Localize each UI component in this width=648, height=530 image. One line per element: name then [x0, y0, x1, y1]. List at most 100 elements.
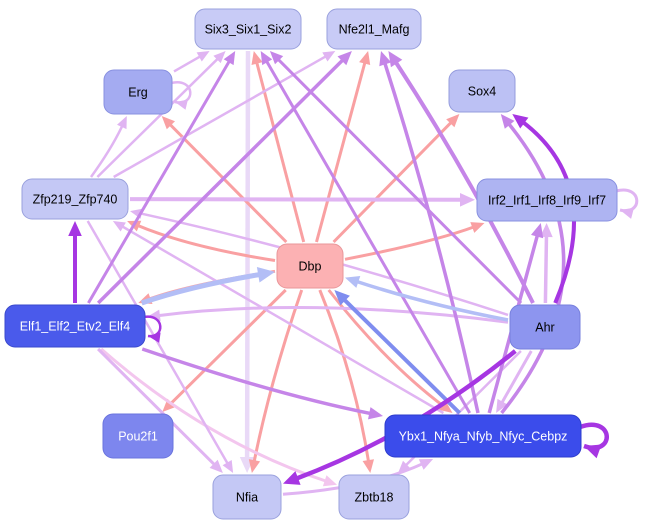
- arrowhead-icon: [446, 114, 460, 128]
- arrowhead-icon: [68, 221, 82, 236]
- edge-line: [141, 347, 373, 416]
- node-label: Six3_Six1_Six2: [205, 23, 292, 37]
- edge-Six3-Nfia: [239, 50, 255, 473]
- node-label: Ahr: [535, 321, 554, 335]
- arrowhead-icon: [500, 114, 515, 129]
- arrowhead-icon: [345, 276, 361, 288]
- edge-line: [167, 122, 288, 244]
- arrowhead-icon: [388, 51, 403, 68]
- node-box: [338, 474, 410, 520]
- edge-Erg-Erg: [170, 81, 192, 110]
- node-Erg[interactable]: Erg: [103, 69, 173, 115]
- node-Zbtb18[interactable]: Zbtb18: [338, 474, 410, 520]
- node-Dbp[interactable]: Dbp: [276, 243, 344, 289]
- edge-line: [393, 59, 535, 304]
- edge-line: [382, 61, 480, 414]
- node-box: [509, 304, 581, 350]
- node-Elf1[interactable]: Elf1_Elf2_Etv2_Elf4: [4, 304, 146, 348]
- node-Six3[interactable]: Six3_Six1_Six2: [194, 8, 302, 50]
- edge-Zfp219-Six3: [96, 51, 226, 178]
- edge-Dbp-Nfe2l1: [315, 51, 371, 243]
- arrowhead-icon: [260, 51, 273, 66]
- arrowhead-icon: [496, 398, 508, 413]
- arrowhead-icon: [398, 460, 411, 473]
- node-Ybx1[interactable]: Ybx1_Nfya_Nfyb_Nfyc_Cebpz: [384, 414, 582, 458]
- edge-Elf1-Six3: [87, 51, 236, 304]
- arrowhead-icon: [222, 460, 234, 473]
- node-label: Ybx1_Nfya_Nfyb_Nfyc_Cebpz: [399, 430, 568, 444]
- edge-line: [264, 59, 471, 414]
- node-box: [212, 474, 282, 520]
- node-box: [276, 243, 344, 289]
- node-box: [448, 69, 516, 113]
- edge-Elf1-Zbtb18: [100, 347, 337, 487]
- edge-Dbp-Six3: [251, 51, 306, 243]
- node-label: Dbp: [299, 260, 322, 274]
- edge-Zfp219-Irf2: [129, 193, 475, 207]
- node-label: Zbtb18: [355, 491, 394, 505]
- arrowhead-icon: [213, 51, 226, 64]
- arrowhead-icon: [362, 459, 374, 473]
- edge-line: [244, 50, 251, 461]
- edge-Zfp219-Erg: [89, 116, 127, 178]
- edge-Ahr-Nfe2l1: [388, 51, 535, 304]
- edge-line: [168, 288, 287, 406]
- edge-line: [140, 271, 263, 306]
- edge-Zfp219-Nfia: [86, 220, 234, 473]
- node-Nfe2l1[interactable]: Nfe2l1_Mafg: [326, 8, 422, 50]
- edge-line: [332, 120, 454, 244]
- edge-Elf1-Zfp219: [68, 221, 82, 304]
- edge-Elf1-Dbp: [140, 267, 275, 306]
- node-label: Nfia: [236, 491, 258, 505]
- edge-line: [615, 188, 639, 213]
- arrowhead-icon: [175, 99, 188, 110]
- node-box: [384, 414, 582, 458]
- node-box: [326, 8, 422, 50]
- edge-line: [579, 422, 609, 451]
- edge-Irf2-Irf2: [615, 188, 639, 219]
- edge-line: [129, 197, 464, 202]
- node-Ahr[interactable]: Ahr: [509, 304, 581, 350]
- edge-Ahr-Irf2: [540, 223, 553, 304]
- edge-Dbp-Sox4: [332, 114, 460, 244]
- node-label: Nfe2l1_Mafg: [339, 23, 410, 37]
- arrowhead-icon: [148, 332, 161, 343]
- arrowhead-icon: [368, 407, 383, 420]
- edge-line: [499, 350, 533, 405]
- node-Pou2f1[interactable]: Pou2f1: [102, 413, 174, 459]
- arrowhead-icon: [438, 400, 453, 413]
- edge-line: [86, 220, 230, 466]
- edge-Ahr-Dbp: [345, 276, 509, 322]
- node-box: [21, 178, 129, 220]
- arrowhead-icon: [512, 114, 529, 129]
- arrowhead-icon: [531, 223, 544, 239]
- edge-line: [170, 81, 192, 104]
- edge-Dbp-Pou2f1: [162, 288, 287, 412]
- node-box: [103, 69, 173, 115]
- edge-line: [120, 224, 445, 415]
- edge-Dbp-Ybx1: [327, 289, 453, 413]
- edge-line: [89, 124, 124, 178]
- node-Sox4[interactable]: Sox4: [448, 69, 516, 113]
- edge-Ybx1-Nfe2l1: [379, 51, 480, 414]
- node-Irf2[interactable]: Irf2_Irf1_Irf8_Irf9_Irf7: [476, 178, 618, 222]
- edge-Ybx1-Six3: [260, 51, 471, 414]
- node-label: Pou2f1: [118, 430, 158, 444]
- edge-line: [341, 296, 462, 415]
- edge-Ybx1-Zfp219: [112, 221, 445, 415]
- edge-Ybx1-Ybx1: [579, 422, 609, 459]
- edge-line: [318, 289, 371, 463]
- node-Zfp219[interactable]: Zfp219_Zfp740: [21, 178, 129, 220]
- node-box: [102, 413, 174, 459]
- edge-line: [252, 289, 304, 464]
- edge-line: [100, 347, 328, 483]
- arrowhead-icon: [112, 221, 126, 232]
- arrowhead-icon: [256, 267, 275, 283]
- node-Nfia[interactable]: Nfia: [212, 474, 282, 520]
- arrowhead-icon: [162, 398, 176, 412]
- arrowhead-icon: [251, 51, 263, 65]
- arrowhead-icon: [337, 51, 352, 66]
- edge-line: [355, 279, 509, 322]
